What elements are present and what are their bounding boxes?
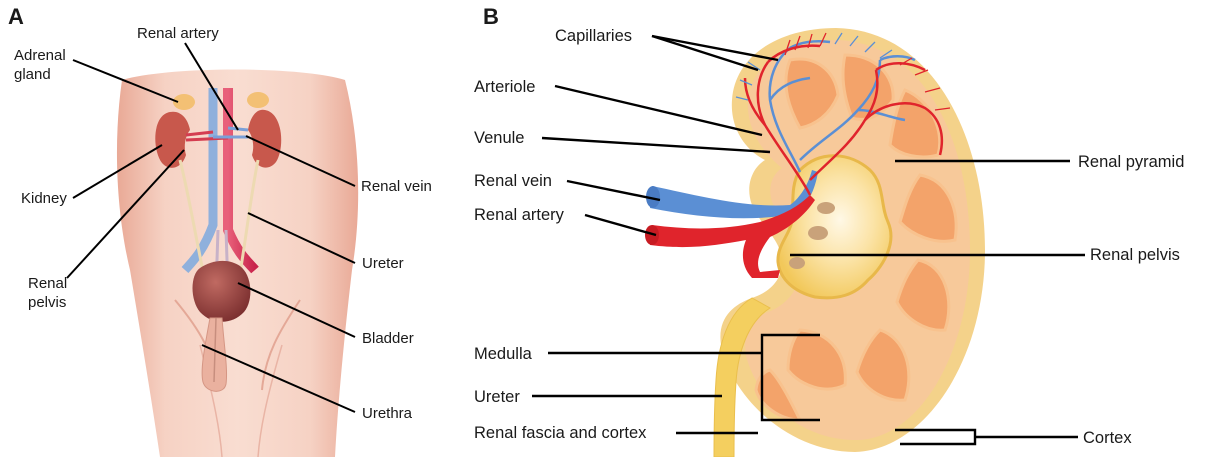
label-capillaries: Capillaries	[555, 27, 632, 45]
adrenal-gland-right	[247, 92, 269, 108]
leader-renal-vein-b	[567, 181, 660, 200]
bladder-organ	[193, 261, 251, 322]
label-renal-artery-b: Renal artery	[474, 206, 565, 224]
label-bladder: Bladder	[362, 330, 414, 347]
label-cortex: Cortex	[1083, 429, 1132, 447]
label-ureter-a: Ureter	[362, 255, 404, 272]
renal-pelvis-region	[778, 156, 891, 298]
label-renal-artery-a: Renal artery	[137, 25, 219, 42]
label-renal-vein-b: Renal vein	[474, 172, 552, 190]
leader-cortex-bracket	[895, 430, 1078, 444]
leader-arteriole	[555, 86, 762, 135]
label-renal-pelvis-line1: Renal	[28, 275, 67, 292]
label-ureter-b: Ureter	[474, 388, 520, 406]
label-adrenal-gland-line2: gland	[14, 66, 51, 83]
label-renal-vein-a: Renal vein	[361, 178, 432, 195]
leader-renal-artery-b	[585, 215, 656, 235]
label-renal-fascia-cortex: Renal fascia and cortex	[474, 424, 647, 442]
label-renal-pelvis-line2: pelvis	[28, 294, 66, 311]
panel-a-letter: A	[8, 4, 24, 29]
label-kidney: Kidney	[21, 190, 67, 207]
leader-venule	[542, 138, 770, 152]
label-adrenal-gland-line1: Adrenal	[14, 47, 66, 64]
label-arteriole: Arteriole	[474, 78, 535, 96]
label-urethra: Urethra	[362, 405, 413, 422]
label-medulla: Medulla	[474, 345, 533, 363]
label-renal-pyramid: Renal pyramid	[1078, 153, 1184, 171]
panel-b-letter: B	[483, 4, 499, 29]
panel-a: A Renal artery Adrena	[8, 4, 432, 457]
panel-b: B	[474, 4, 1184, 457]
label-venule: Venule	[474, 129, 524, 147]
label-renal-pelvis-b: Renal pelvis	[1090, 246, 1180, 264]
